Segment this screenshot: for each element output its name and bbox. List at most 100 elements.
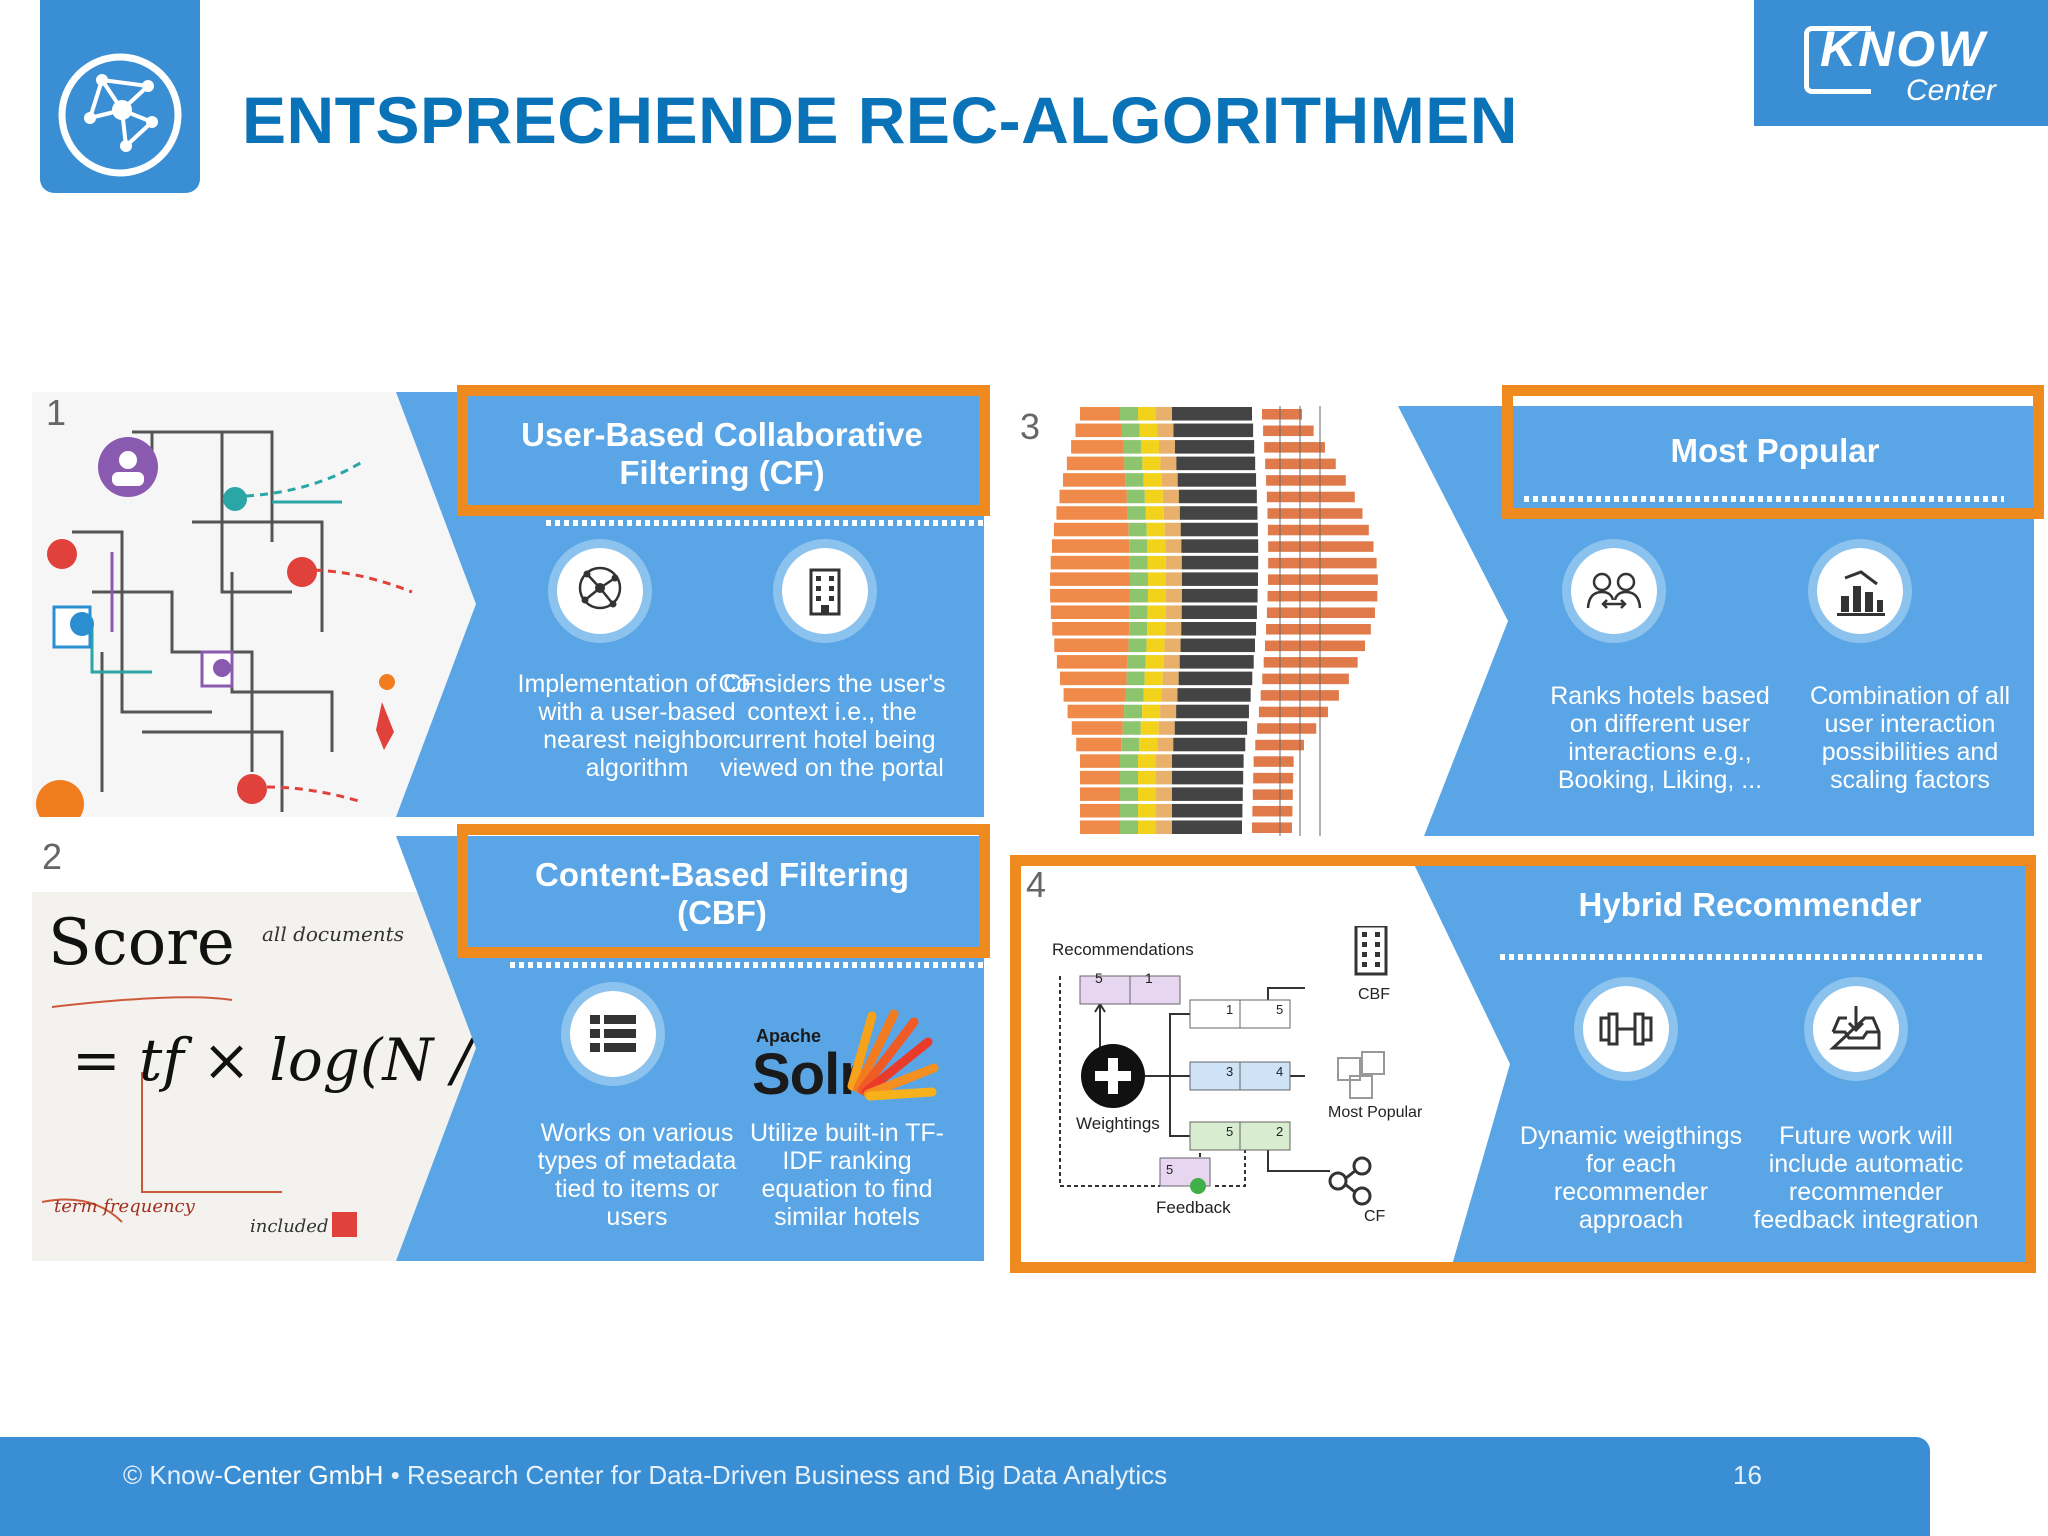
- stack-segment: [1051, 539, 1130, 553]
- stack-segment: [1138, 803, 1156, 818]
- stack-segment: [1147, 622, 1166, 636]
- stack-segment: [1060, 671, 1127, 686]
- panel-title: Most Popular: [1670, 432, 1880, 469]
- text-line: scaling factors: [1830, 766, 1990, 794]
- stack-segment-gray: [1266, 607, 1375, 618]
- recommendations-label: Recommendations: [1052, 940, 1194, 959]
- dotted-divider: [1524, 496, 2004, 502]
- stack-segment: [1053, 522, 1129, 537]
- stack-segment: [1142, 456, 1161, 471]
- stack-segment: [1145, 506, 1164, 520]
- stack-segment: [1147, 588, 1166, 603]
- stack-segment: [1162, 489, 1179, 504]
- stack-segment: [1162, 671, 1179, 686]
- score-handwriting: Score: [48, 906, 235, 980]
- list-icon: [570, 991, 656, 1077]
- footer-copyright: © Know-: [123, 1460, 224, 1490]
- text-line: recommender: [1788, 1178, 1944, 1206]
- stack-segment: [1172, 787, 1243, 801]
- stack-segment: [1120, 803, 1138, 818]
- stack-segment: [1165, 588, 1182, 603]
- panel-title-line2: (CBF): [677, 894, 767, 931]
- logo-know-text: KNOW: [1820, 21, 1987, 77]
- stack-segment-gray: [1263, 657, 1358, 668]
- stack-segment: [1156, 754, 1172, 768]
- stack-segment: [1129, 622, 1148, 636]
- stack-segment: [1054, 638, 1129, 653]
- stack-segment: [1143, 688, 1162, 702]
- stack-segment: [1163, 655, 1180, 669]
- stack-segment: [1158, 440, 1175, 454]
- stack-segment: [1138, 787, 1156, 801]
- stack-segment: [1181, 605, 1257, 619]
- stack-segment-gray: [1268, 557, 1377, 569]
- stack-segment: [1124, 456, 1143, 471]
- stack-segment: [1120, 754, 1138, 768]
- stack-segment: [1156, 407, 1172, 421]
- stack-segment-gray: [1257, 723, 1317, 734]
- cf-cell: 5: [1226, 1124, 1234, 1139]
- stack-segment-gray: [1252, 822, 1292, 833]
- all-documents-note: all documents: [262, 922, 404, 946]
- stack-segment: [1145, 655, 1164, 669]
- stack-segment-gray: [1266, 491, 1355, 503]
- stack-segment: [1129, 605, 1148, 619]
- stack-segment: [1165, 539, 1182, 553]
- footer-bar: © Know-Center GmbH • Research Center for…: [0, 1437, 1930, 1536]
- stack-segment: [1122, 440, 1141, 454]
- text-line: interactions e.g.,: [1568, 738, 1752, 766]
- stack-segment-gray: [1263, 425, 1314, 437]
- score-formula-sketch: [32, 892, 492, 1261]
- footer-text: © Know-Center GmbH • Research Center for…: [123, 1460, 1167, 1491]
- text-line: user interaction: [1824, 710, 1996, 738]
- stack-segment-gray: [1253, 772, 1294, 784]
- stack-segment: [1052, 622, 1130, 636]
- dotted-divider: [546, 520, 986, 526]
- stack-segment: [1121, 423, 1140, 438]
- solr-sunburst-icon: [847, 1009, 939, 1101]
- stack-segment: [1147, 605, 1166, 619]
- text-line: with a user-based: [538, 698, 736, 726]
- panel-title: Hybrid Recommender: [1578, 886, 1922, 923]
- highlight-frame: [1010, 855, 2036, 1273]
- stack-segment: [1156, 803, 1172, 818]
- text-line: tied to items or: [555, 1175, 719, 1203]
- cf-cell: 2: [1276, 1124, 1284, 1139]
- text-line: Implementation of CF: [517, 670, 757, 698]
- stack-segment: [1176, 704, 1249, 719]
- stack-segment: [1080, 754, 1120, 768]
- stack-segment: [1125, 473, 1144, 487]
- stack-segment: [1056, 655, 1128, 669]
- stack-segment: [1172, 754, 1244, 768]
- panel-background: [1410, 856, 2034, 1272]
- bar-chart-trend-icon: [1817, 548, 1903, 634]
- stack-segment: [1075, 423, 1122, 438]
- dotted-divider: [1500, 954, 1984, 960]
- rec-cell: 5: [1095, 970, 1103, 986]
- stack-segment: [1080, 770, 1120, 785]
- stack-segment: [1066, 456, 1125, 471]
- dotted-divider: [510, 962, 986, 968]
- stack-segment: [1128, 522, 1147, 537]
- text-line: on different user: [1569, 710, 1751, 738]
- panel-title-line1: User-Based Collaborative: [521, 416, 923, 453]
- stack-segment: [1138, 820, 1156, 834]
- solr-logo-text: Solr: [752, 1042, 862, 1107]
- highlight-frame: [1502, 385, 2044, 519]
- panel-background: [396, 392, 984, 817]
- cf-label: CF: [1364, 1208, 1386, 1225]
- stack-segment: [1128, 638, 1147, 653]
- stack-segment: [1147, 572, 1166, 586]
- stack-segment: [1126, 489, 1145, 504]
- stack-segment: [1146, 638, 1165, 653]
- stack-segment: [1129, 588, 1148, 603]
- stack-segment: [1080, 803, 1120, 818]
- text-line: Dynamic weigthings: [1519, 1122, 1743, 1150]
- stack-segment: [1181, 588, 1258, 603]
- stack-segment: [1147, 539, 1166, 553]
- stack-segment: [1139, 423, 1158, 438]
- stack-segment: [1164, 638, 1181, 653]
- text-line: include automatic: [1768, 1150, 1964, 1178]
- stack-segment: [1160, 456, 1177, 471]
- stack-segment: [1138, 407, 1156, 421]
